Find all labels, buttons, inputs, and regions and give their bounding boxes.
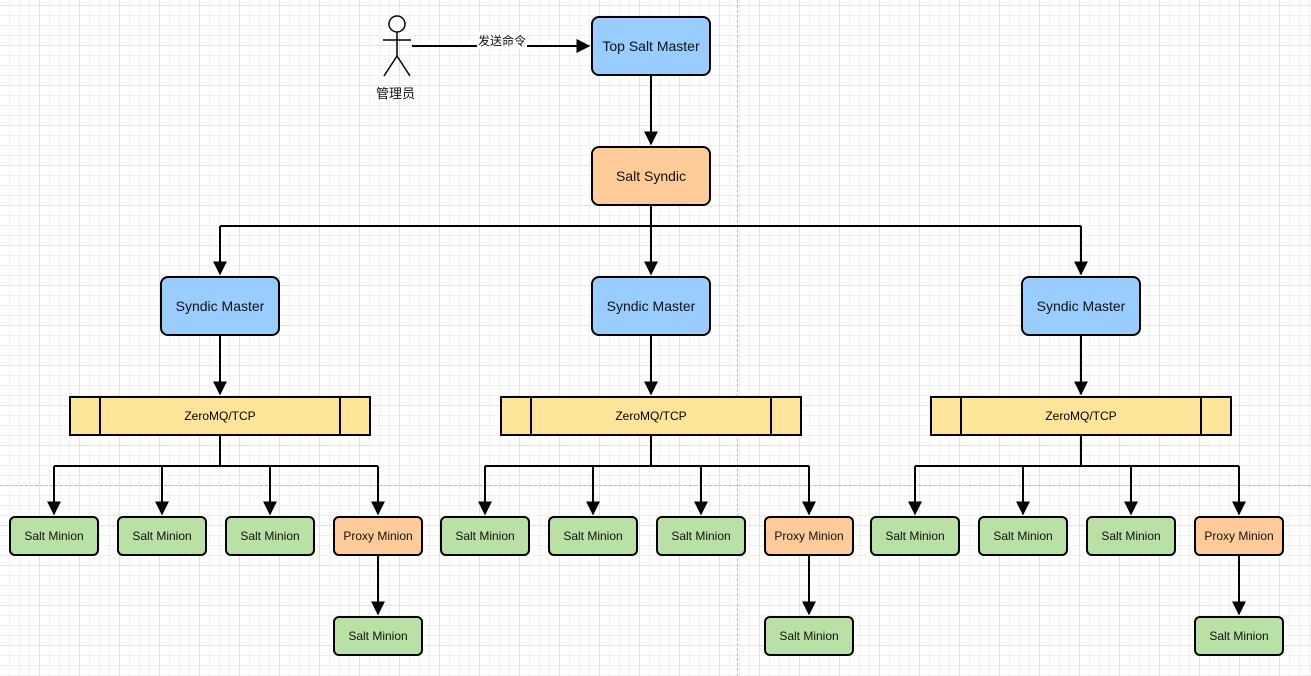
salt-minion-node[interactable]: Salt Minion	[440, 516, 530, 556]
bus-divider	[339, 398, 341, 434]
salt-minion-node[interactable]: Salt Minion	[9, 516, 99, 556]
salt-minion-node[interactable]: Salt Minion	[333, 616, 423, 656]
salt-minion-node[interactable]: Salt Minion	[117, 516, 207, 556]
zeromq-transport-bar[interactable]: ZeroMQ/TCP	[500, 396, 802, 436]
salt-minion-node[interactable]: Salt Minion	[1194, 616, 1284, 656]
page-guide-vertical	[737, 0, 738, 676]
salt-minion-node[interactable]: Salt Minion	[870, 516, 960, 556]
salt-minion-node[interactable]: Salt Minion	[225, 516, 315, 556]
edge-syndic-bus	[220, 206, 1081, 227]
bus-divider	[770, 398, 772, 434]
salt-minion-node[interactable]: Salt Minion	[1086, 516, 1176, 556]
syndic-master-node[interactable]: Syndic Master	[1021, 276, 1141, 336]
edge-transport-1-bus	[54, 436, 378, 467]
salt-syndic-node[interactable]: Salt Syndic	[591, 146, 711, 206]
syndic-master-node[interactable]: Syndic Master	[160, 276, 280, 336]
proxy-minion-node[interactable]: Proxy Minion	[1194, 516, 1284, 556]
zeromq-transport-bar[interactable]: ZeroMQ/TCP	[69, 396, 371, 436]
transport-label: ZeroMQ/TCP	[1045, 409, 1117, 423]
page-guide-horizontal	[0, 485, 1311, 486]
salt-minion-node[interactable]: Salt Minion	[764, 616, 854, 656]
command-label: 发送命令	[477, 32, 528, 49]
bus-divider	[99, 398, 101, 434]
edge-transport-3-bus	[915, 436, 1239, 467]
transport-label: ZeroMQ/TCP	[615, 409, 687, 423]
edge-transport-2-bus	[485, 436, 809, 467]
syndic-master-node[interactable]: Syndic Master	[591, 276, 711, 336]
top-salt-master-node[interactable]: Top Salt Master	[591, 16, 711, 76]
bus-divider	[1200, 398, 1202, 434]
actor-label: 管理员	[376, 86, 416, 101]
transport-label: ZeroMQ/TCP	[184, 409, 256, 423]
salt-minion-node[interactable]: Salt Minion	[978, 516, 1068, 556]
zeromq-transport-bar[interactable]: ZeroMQ/TCP	[930, 396, 1232, 436]
salt-minion-node[interactable]: Salt Minion	[548, 516, 638, 556]
proxy-minion-node[interactable]: Proxy Minion	[764, 516, 854, 556]
proxy-minion-node[interactable]: Proxy Minion	[333, 516, 423, 556]
salt-minion-node[interactable]: Salt Minion	[656, 516, 746, 556]
bus-divider	[530, 398, 532, 434]
actor-figure-icon	[383, 15, 411, 77]
bus-divider	[960, 398, 962, 434]
